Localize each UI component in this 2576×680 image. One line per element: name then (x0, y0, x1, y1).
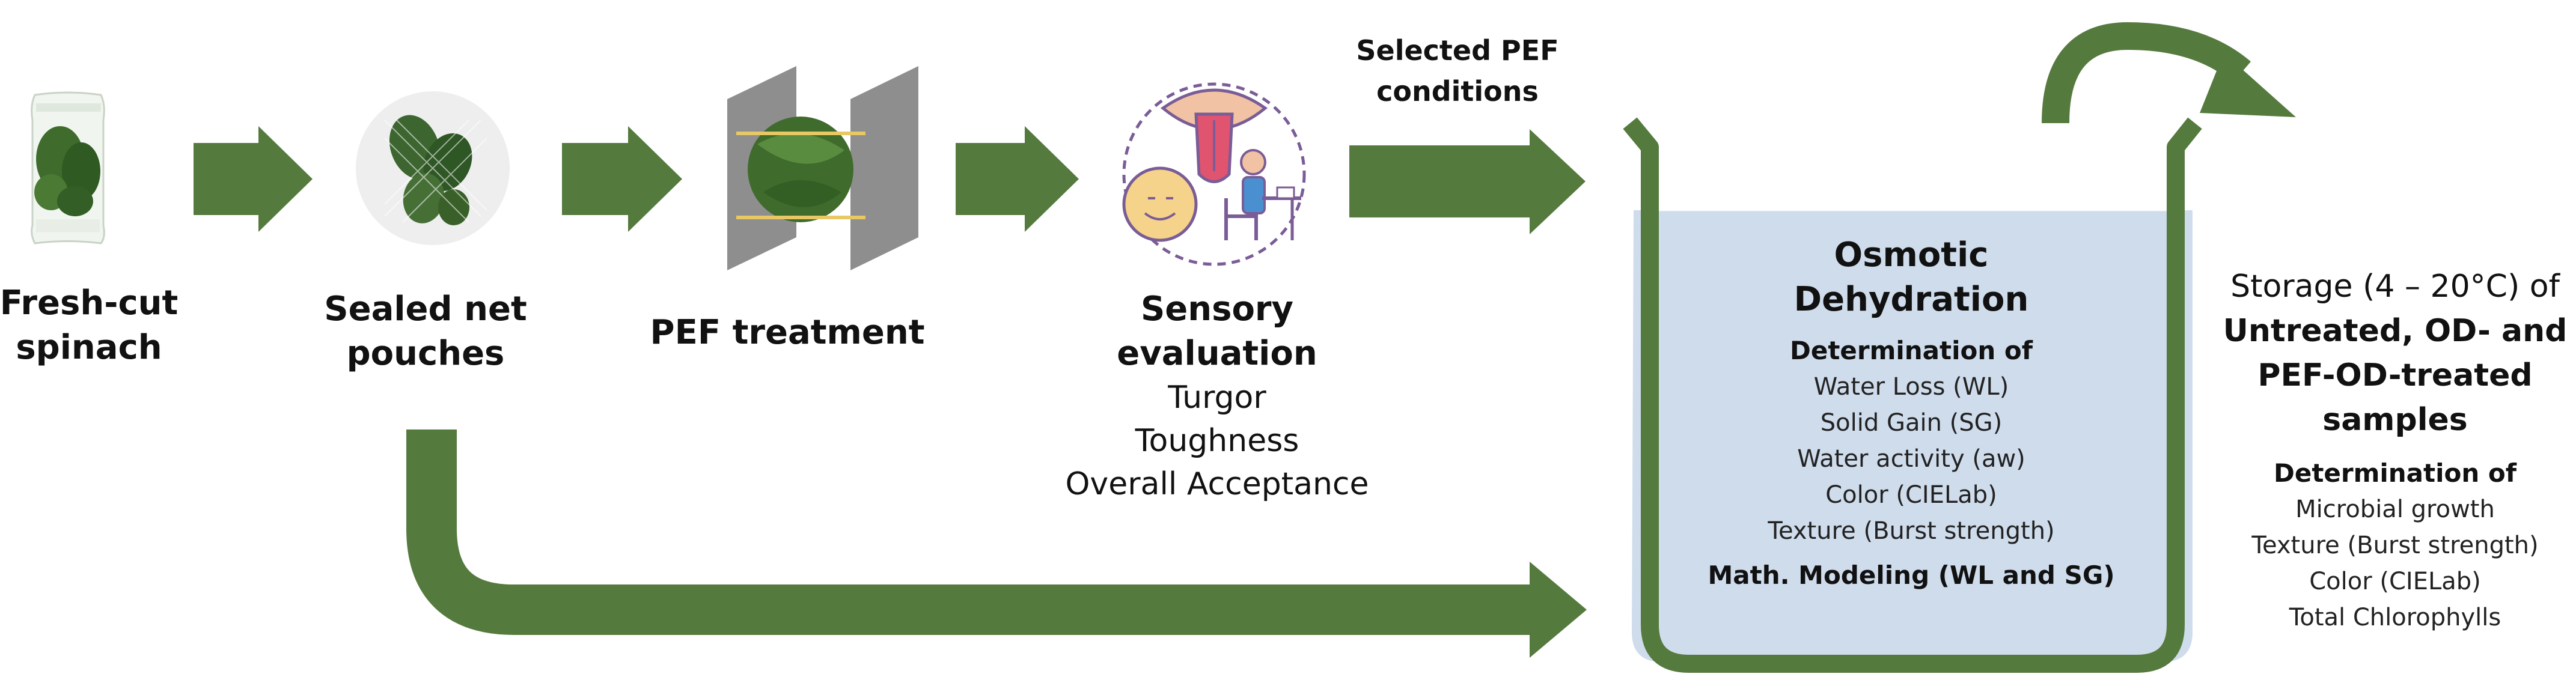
label-pef-treatment: PEF treatment (650, 311, 925, 355)
storage-item-microbial: Microbial growth (2295, 496, 2495, 523)
storage-line3: PEF-OD-treated (2257, 357, 2533, 393)
sensory-attr-toughness: Toughness (1135, 423, 1299, 459)
osmotic-determination-title: Determination of (1789, 336, 2033, 365)
sensory-attr-turgor: Turgor (1168, 380, 1266, 416)
arrow-4 (1349, 129, 1586, 234)
beaker (1623, 117, 2202, 673)
bypass-arrow (406, 430, 1587, 658)
osmotic-math-modeling: Math. Modeling (WL and SG) (1708, 560, 2115, 590)
osmotic-item-texture: Texture (Burst strength) (1768, 517, 2055, 545)
label-sealed-net-pouches: Sealed net pouches (324, 287, 526, 376)
sensory-icon (1122, 82, 1306, 266)
sensory-line1: Sensory (1140, 290, 1294, 329)
osmotic-item-water-activity: Water activity (aw) (1797, 445, 2025, 473)
selected-line1: Selected PEF (1356, 34, 1559, 67)
osmotic-item-water-loss: Water Loss (WL) (1813, 373, 2009, 401)
osmotic-title-line2: Dehydration (1793, 280, 2029, 319)
selected-line2: conditions (1376, 75, 1539, 108)
storage-line1: Storage (4 – 20°C) of (2230, 269, 2560, 305)
sensory-line2: evaluation (1117, 334, 1317, 373)
osmotic-item-color: Color (CIELab) (1825, 481, 1997, 509)
curved-arrow (2042, 22, 2296, 124)
storage-determination-title: Determination of (2273, 458, 2517, 488)
storage-line4: samples (2322, 402, 2468, 438)
osmotic-dehydration-panel: Osmotic Dehydration Determination of Wat… (1708, 233, 2114, 593)
storage-line2: Untreated, OD- and (2223, 313, 2568, 349)
storage-panel: Storage (4 – 20°C) of Untreated, OD- and… (2223, 264, 2568, 636)
storage-item-color: Color (CIELab) (2309, 568, 2481, 595)
arrow-3 (956, 126, 1079, 232)
arrow-1 (194, 126, 313, 232)
osmotic-item-solid-gain: Solid Gain (SG) (1820, 409, 2003, 437)
spinach-bag-icon (31, 91, 105, 244)
fresh-cut-line2: spinach (16, 328, 162, 367)
sensory-attr-overall: Overall Acceptance (1065, 466, 1369, 502)
process-arrows (194, 126, 1586, 234)
sealed-line1: Sealed net (324, 290, 527, 329)
storage-item-chlorophylls: Total Chlorophylls (2289, 604, 2501, 631)
label-fresh-cut-spinach: Fresh-cut spinach (0, 281, 178, 370)
sealed-line2: pouches (346, 334, 505, 373)
osmotic-title-line1: Osmotic (1834, 235, 1989, 275)
pef-label: PEF treatment (650, 313, 925, 352)
fresh-cut-line1: Fresh-cut (0, 284, 179, 323)
net-pouch-icon (356, 91, 510, 245)
label-sensory-evaluation: Sensory evaluation Turgor Toughness Over… (1066, 287, 1369, 506)
arrow-2 (562, 126, 682, 232)
label-selected-pef-conditions: Selected PEF conditions (1356, 30, 1558, 112)
storage-item-texture: Texture (Burst strength) (2251, 532, 2539, 559)
pef-chamber-icon (727, 66, 918, 270)
